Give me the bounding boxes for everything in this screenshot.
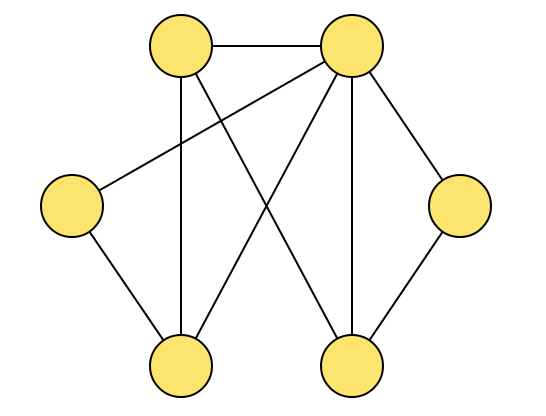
node-bottom-right [320,334,384,398]
edge-top-right-bottom-left [180,45,353,367]
nodes-layer [40,14,492,398]
edge-middle-left-bottom-left [71,205,182,367]
edge-top-right-middle-left [71,45,353,207]
edge-top-right-middle-right [351,45,461,207]
node-top-left [149,14,213,78]
node-middle-right [428,174,492,238]
node-top-right [320,14,384,78]
node-middle-left [40,174,104,238]
edges-layer [71,45,461,367]
node-bottom-left [149,334,213,398]
edge-middle-right-bottom-right [351,205,461,367]
